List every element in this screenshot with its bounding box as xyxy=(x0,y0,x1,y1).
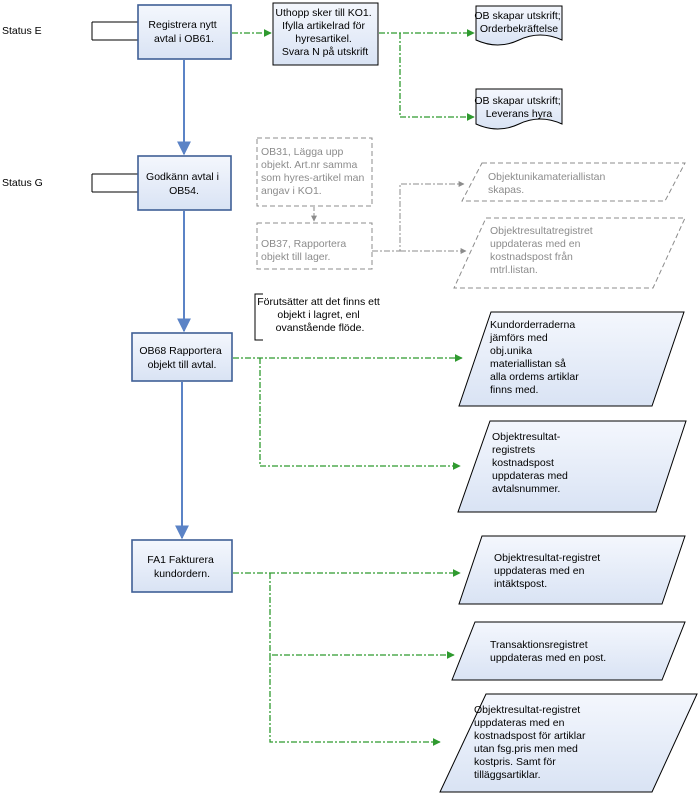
optional-shape-objektresultat xyxy=(453,217,686,289)
optional-text-ob37: OB37, Rapportera objekt till lager. xyxy=(261,238,349,263)
annotation-text: Förutsätter att det finns ett objekt i l… xyxy=(257,296,382,334)
uthopp-box xyxy=(272,2,379,66)
data-kostnadspost: Objektresultat-registret uppdateras med … xyxy=(439,693,698,793)
data-shape-kostnadspost xyxy=(439,693,698,793)
optional-text-ob31: OB31, Lägga upp objekt. Art.nr samma som… xyxy=(261,146,367,197)
data-text-kundorderraderna: Kundorderraderna jämförs med obj.unika m… xyxy=(489,319,582,396)
arrow-ob37-to-objektunika xyxy=(372,181,465,252)
arrow-ob68-to-objektresultat-avtal xyxy=(259,358,461,470)
process-godkann: Godkänn avtal i OB54. xyxy=(137,155,232,211)
data-transaktion: Transaktionsregistret uppdateras med en … xyxy=(451,621,686,681)
annotation-forutsatter: Förutsätter att det finns ett objekt i l… xyxy=(254,293,382,341)
optional-ob31: OB31, Lägga upp objekt. Art.nr samma som… xyxy=(256,137,373,207)
data-shape-transaktion xyxy=(451,621,686,681)
arrow-uthopp-to-leverans xyxy=(399,33,475,121)
process-box-fa1 xyxy=(131,539,233,593)
process-ob68: OB68 Rapportera objekt till avtal. xyxy=(131,332,233,382)
uthopp-box-group: Uthopp sker till KO1. Ifylla artikelrad … xyxy=(272,2,379,66)
optional-ob37: OB37, Rapportera objekt till lager. xyxy=(256,222,373,270)
process-fa1: FA1 Fakturera kundordern. xyxy=(131,539,233,593)
document-leverans: OB skapar utskrift; Leverans hyra xyxy=(474,88,563,130)
arrow-fa1-to-kostnadspost xyxy=(269,655,441,746)
data-text-intaktspost: Objektresultat-registret uppdateras med … xyxy=(494,552,603,590)
data-objektresultat-avtal: Objektresultat- registrets kostnadspost … xyxy=(457,420,687,513)
process-box-ob68 xyxy=(131,332,233,382)
optional-objektresultat: Objektresultatregistret uppdateras med e… xyxy=(453,217,686,289)
document-orderbekraftelse: OB skapar utskrift; Orderbekräftelse xyxy=(474,5,563,46)
document-shape-orderbekraftelse xyxy=(475,5,563,46)
status-e-group: Status E xyxy=(2,21,138,41)
data-shape-kundorderraderna xyxy=(458,311,685,407)
data-shape-objektresultat-avtal xyxy=(457,420,687,513)
uthopp-text: Uthopp sker till KO1. Ifylla artikelrad … xyxy=(275,7,374,58)
annotation-bracket xyxy=(254,293,263,341)
data-text-objektresultat-avtal: Objektresultat- registrets kostnadspost … xyxy=(492,431,571,495)
status-g-label: Status G xyxy=(2,177,43,189)
data-text-kostnadspost: Objektresultat-registret uppdateras med … xyxy=(474,704,588,781)
process-box-godkann xyxy=(137,155,232,211)
optional-text-objektresultat: Objektresultatregistret uppdateras med e… xyxy=(490,225,596,276)
status-g-bracket xyxy=(91,173,138,193)
document-text-leverans: OB skapar utskrift; Leverans hyra xyxy=(474,95,563,120)
data-shape-intaktspost xyxy=(458,535,686,605)
data-text-transaktion: Transaktionsregistret uppdateras med en … xyxy=(490,639,606,664)
data-kundorderraderna: Kundorderraderna jämförs med obj.unika m… xyxy=(458,311,685,407)
document-shape-leverans xyxy=(475,88,563,130)
data-intaktspost: Objektresultat-registret uppdateras med … xyxy=(458,535,686,605)
optional-objektunika: Objektunikamateriallistan skapas. xyxy=(461,162,686,202)
process-text-godkann: Godkänn avtal i OB54. xyxy=(146,171,222,197)
process-text-fa1: FA1 Fakturera kundordern. xyxy=(147,554,216,580)
status-e-bracket xyxy=(91,21,138,41)
process-text-ob68: OB68 Rapportera objekt till avtal. xyxy=(139,345,224,371)
process-registrera: Registrera nytt avtal i OB61. xyxy=(137,4,232,60)
arrow-fa1-to-transaktion xyxy=(269,573,455,659)
status-g-group: Status G xyxy=(2,173,138,193)
status-e-label: Status E xyxy=(2,25,42,37)
process-box-registrera xyxy=(137,4,232,60)
document-text-orderbekraftelse: OB skapar utskrift; Orderbekräftelse xyxy=(474,10,563,35)
optional-text-objektunika: Objektunikamateriallistan skapas. xyxy=(488,171,608,196)
optional-box-ob31 xyxy=(256,137,373,207)
process-text-registrera: Registrera nytt avtal i OB61. xyxy=(148,19,219,45)
optional-box-ob37 xyxy=(256,222,373,270)
